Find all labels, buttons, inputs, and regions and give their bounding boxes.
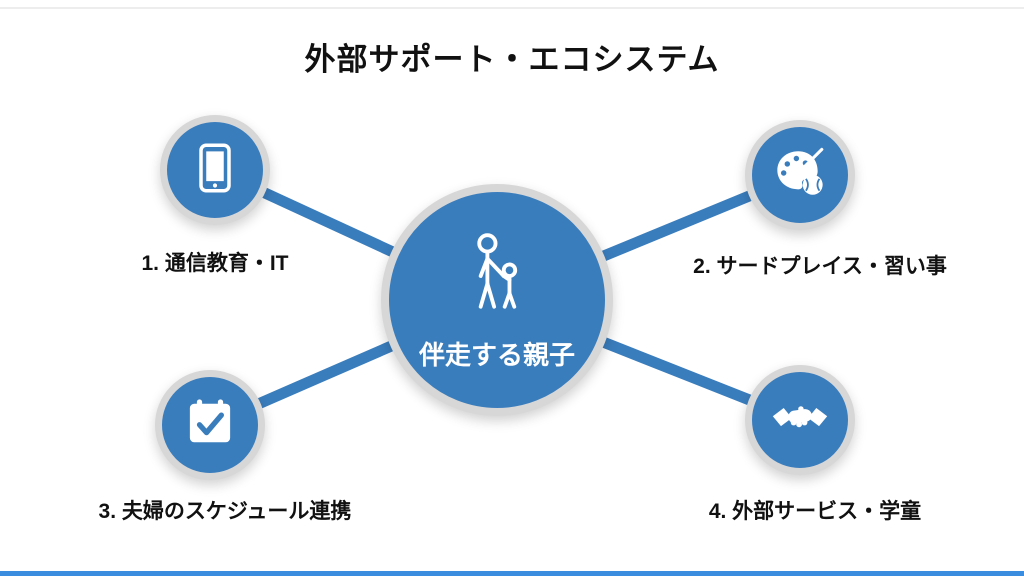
- center-node-label: 伴走する親子: [418, 340, 575, 370]
- art-palette-ball-icon: [771, 144, 829, 207]
- diagram-title: 外部サポート・エコシステム: [304, 42, 720, 77]
- parent-child-icon: [447, 228, 547, 329]
- node-label-1: 1. 通信教育・IT: [141, 252, 289, 275]
- top-divider-line: [0, 7, 1024, 9]
- tablet-icon: [187, 140, 243, 201]
- node-label-2: 2. サードプレイス・習い事: [693, 255, 947, 278]
- node-gaibu-service: [745, 365, 855, 475]
- node-label-4: 4. 外部サービス・学童: [708, 500, 922, 523]
- node-tsushin-kyoiku-it: [160, 115, 270, 225]
- bottom-accent-bar: [0, 571, 1024, 576]
- node-third-place: [745, 120, 855, 230]
- center-node: 伴走する親子: [381, 184, 613, 416]
- calendar-check-icon: [182, 395, 238, 456]
- node-label-3: 3. 夫婦のスケジュール連携: [98, 500, 352, 523]
- handshake-icon: [771, 389, 829, 452]
- node-schedule-renkei: [155, 370, 265, 480]
